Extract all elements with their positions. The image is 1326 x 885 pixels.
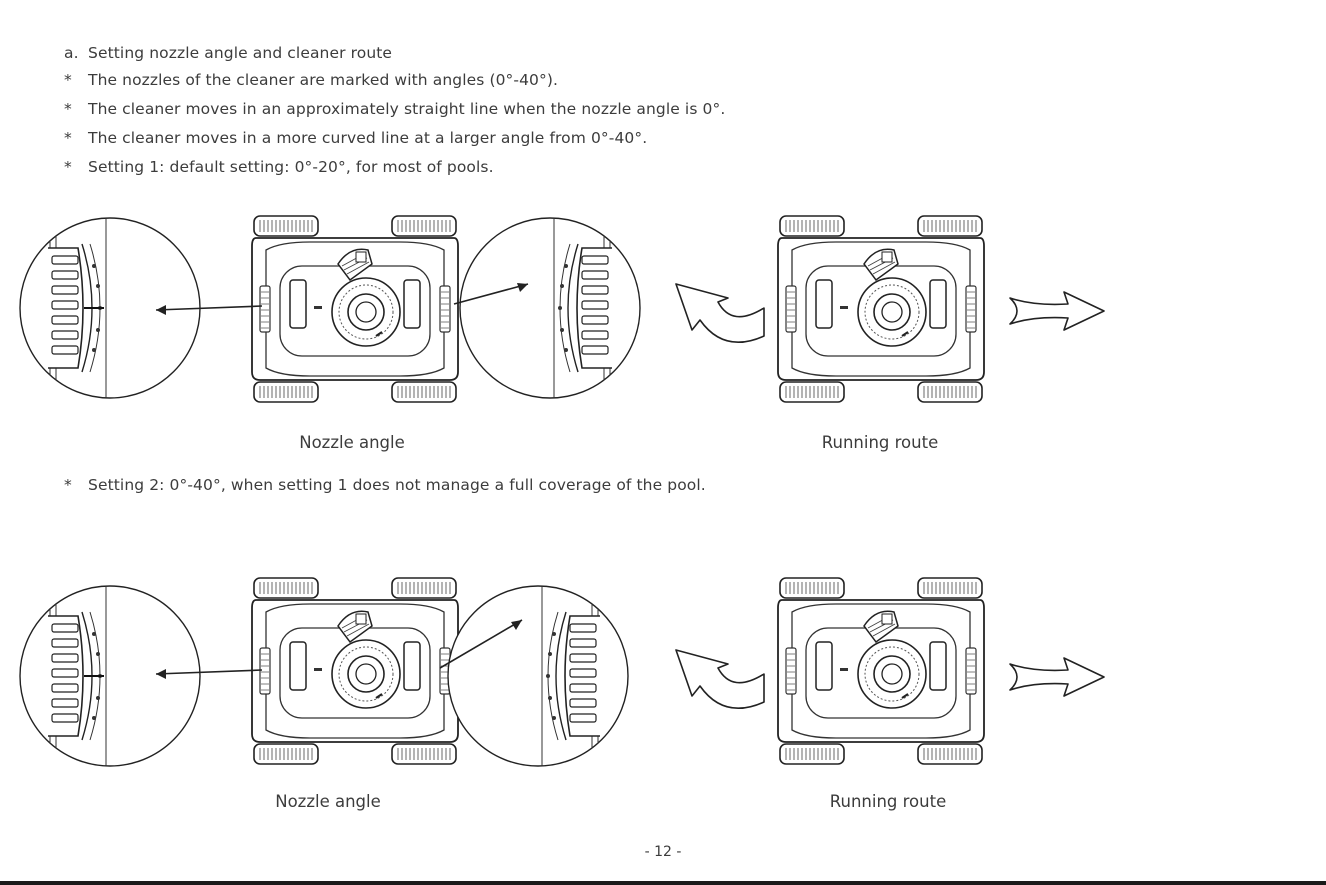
figure1-nozzle-diagram bbox=[20, 215, 640, 403]
figure2-route-diagram bbox=[675, 577, 1105, 765]
bullet-marker: * bbox=[64, 100, 72, 118]
pointer-line-right bbox=[439, 619, 523, 669]
robot-cleaner-illustration bbox=[777, 215, 985, 403]
robot-cleaner-illustration bbox=[251, 215, 459, 403]
robot-cleaner-illustration bbox=[777, 577, 985, 765]
bullet-text: The cleaner moves in a more curved line … bbox=[88, 129, 648, 147]
robot-cleaner-illustration bbox=[251, 577, 459, 765]
bullet-marker: * bbox=[64, 71, 72, 89]
figure2-nozzle-diagram bbox=[20, 577, 628, 766]
bullet-marker: * bbox=[64, 129, 72, 147]
curved-arrow-icon bbox=[675, 283, 765, 344]
figure2-nozzle-caption: Nozzle angle bbox=[275, 792, 381, 811]
bottom-rule bbox=[0, 881, 1326, 885]
figure1-nozzle-caption: Nozzle angle bbox=[299, 433, 405, 452]
pointer-line-right bbox=[453, 283, 529, 305]
section-marker: a. bbox=[64, 44, 79, 62]
bullet-marker: * bbox=[64, 476, 72, 494]
bullet-text: The cleaner moves in an approximately st… bbox=[88, 100, 726, 118]
straight-arrow-icon bbox=[1009, 657, 1105, 697]
nozzle-detail-circle-right bbox=[460, 218, 640, 398]
bullet-text: The nozzles of the cleaner are marked wi… bbox=[88, 71, 559, 89]
straight-arrow-icon bbox=[1009, 291, 1105, 331]
nozzle-detail-circle-right bbox=[448, 586, 628, 766]
page-number: - 12 - bbox=[644, 844, 682, 860]
figure1-route-diagram bbox=[675, 215, 1105, 403]
bullet-marker: * bbox=[64, 158, 72, 176]
nozzle-detail-circle-left bbox=[20, 586, 200, 766]
section-title: Setting nozzle angle and cleaner route bbox=[88, 44, 393, 62]
curved-arrow-icon bbox=[675, 649, 765, 710]
bullet-text: Setting 2: 0°-40°, when setting 1 does n… bbox=[88, 476, 706, 494]
pointer-line-left bbox=[155, 669, 263, 675]
nozzle-detail-circle-left bbox=[20, 218, 200, 398]
pointer-line-left bbox=[155, 305, 263, 311]
figure2-route-caption: Running route bbox=[829, 792, 947, 811]
figure1-route-caption: Running route bbox=[821, 433, 939, 452]
bullet-text: Setting 1: default setting: 0°-20°, for … bbox=[88, 158, 494, 176]
